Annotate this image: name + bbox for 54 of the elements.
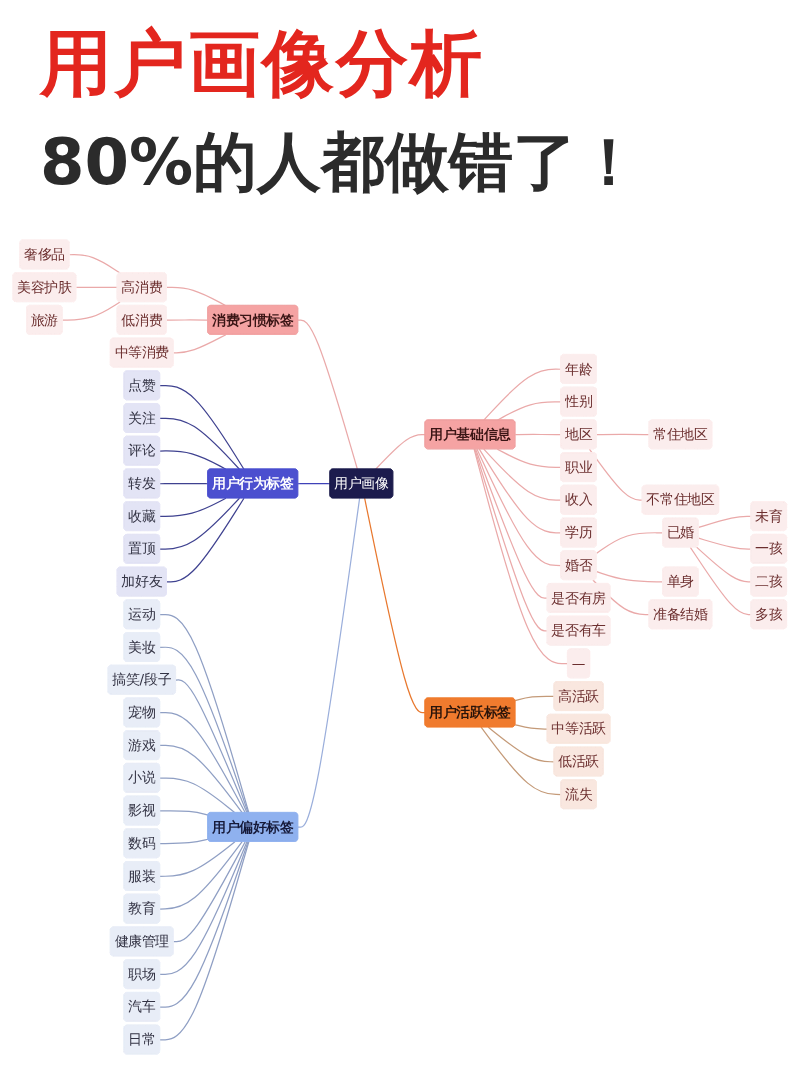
connector <box>480 726 562 796</box>
connector <box>487 726 556 763</box>
connector <box>159 646 249 814</box>
connector <box>159 712 247 814</box>
connector <box>159 613 250 814</box>
subtitle: 80%的人都做错了！ <box>40 124 642 201</box>
connector <box>297 482 331 485</box>
connector <box>475 448 549 599</box>
connector <box>483 368 562 421</box>
connector <box>297 497 361 828</box>
connector <box>514 724 549 730</box>
connector <box>514 433 562 436</box>
connector <box>75 286 119 289</box>
connector <box>62 301 121 321</box>
connector <box>159 841 250 1041</box>
connector <box>496 448 562 468</box>
connector <box>159 841 248 976</box>
connector <box>159 744 243 814</box>
connector <box>173 334 227 354</box>
connector <box>175 679 248 814</box>
connector <box>159 838 209 845</box>
connector <box>474 448 549 632</box>
connector <box>473 448 569 665</box>
connector <box>159 497 241 550</box>
connector <box>596 433 651 436</box>
connector <box>589 448 644 501</box>
connector <box>166 286 227 307</box>
connector <box>159 841 243 910</box>
connector <box>159 777 236 814</box>
connector <box>166 497 245 583</box>
title: 用户画像分析 <box>40 20 484 106</box>
connector <box>483 448 562 501</box>
connector <box>596 532 664 554</box>
connector <box>159 841 249 1008</box>
connector <box>159 384 245 470</box>
connector <box>698 515 752 529</box>
connector <box>698 537 752 550</box>
connector <box>159 497 227 518</box>
connector <box>478 448 562 534</box>
connector <box>514 695 556 702</box>
connector <box>166 319 209 321</box>
connector <box>696 546 752 583</box>
connector <box>159 482 209 485</box>
connector <box>596 571 664 583</box>
connector <box>159 417 241 470</box>
connector <box>364 497 427 714</box>
connector <box>173 841 247 943</box>
connector <box>159 841 236 877</box>
connector <box>69 254 121 274</box>
connector <box>476 448 562 567</box>
connector <box>375 434 427 470</box>
connector <box>159 810 209 816</box>
connector <box>297 319 359 470</box>
connector <box>689 546 752 616</box>
